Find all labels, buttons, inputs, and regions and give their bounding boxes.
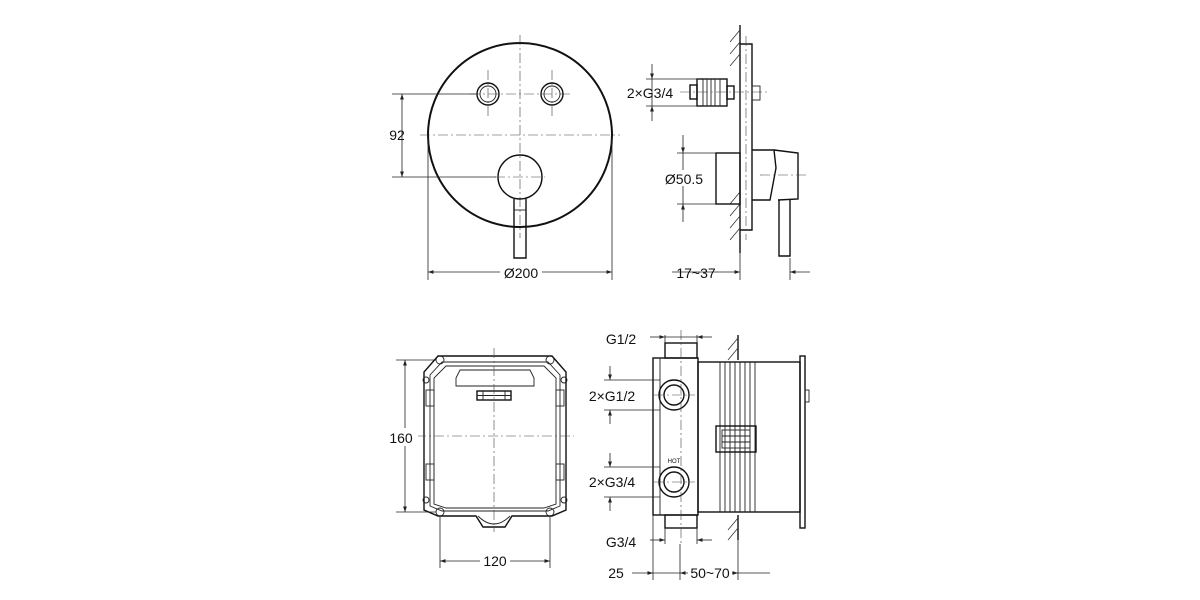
threaded-connector: [680, 78, 768, 107]
dimension-wall-range-label: 50~70: [690, 565, 730, 581]
dimension-diameter-50-5-label: Ø50.5: [665, 171, 703, 187]
hot-marker: HOT: [668, 459, 681, 465]
dimension-160-label: 160: [389, 430, 413, 446]
side-view-cover-plate: 2×G3/4 Ø50.5 17~37: [627, 25, 810, 281]
dimension-depth-range-label: 17~37: [676, 265, 716, 281]
wall-hatch: [729, 25, 741, 253]
push-button-right: [540, 82, 564, 106]
dimension-upper-ports-label: 2×G1/2: [589, 388, 636, 404]
dimension-120-label: 120: [483, 553, 507, 569]
front-view-cover-plate: 92 Ø200: [389, 35, 620, 281]
box-side-view: HOT G1/2 2×G1/2 2×G3/4: [588, 330, 810, 581]
dimension-bottom-thread: G3/4: [606, 528, 712, 550]
dimension-top-thread-label: G1/2: [606, 331, 637, 347]
dimension-depth-range: 17~37: [672, 253, 810, 281]
dimension-diameter-200: Ø200: [427, 138, 613, 281]
dimension-92: 92: [389, 93, 496, 178]
dimension-top-thread: G1/2: [606, 331, 712, 347]
dimension-bottom-thread-label: G3/4: [606, 534, 637, 550]
mounting-flange: [799, 355, 806, 529]
dimension-upper-ports: 2×G1/2: [588, 366, 660, 424]
mixer-knob-with-lever: [495, 154, 545, 259]
sleeve-and-lever: [715, 149, 808, 257]
wall-hatch-lower: [727, 335, 739, 541]
dimension-connection-label: 2×G3/4: [627, 85, 674, 101]
dimension-diameter-50-5: Ø50.5: [662, 135, 716, 222]
dimension-diameter-200-label: Ø200: [504, 265, 538, 281]
plaster-shield: [697, 361, 801, 513]
dimension-offsets: 25 50~70: [608, 515, 770, 581]
box-front-view: 160 120: [388, 348, 574, 569]
dimension-lower-ports: 2×G3/4: [588, 453, 660, 511]
dimension-connection: 2×G3/4: [627, 64, 700, 121]
dimension-lower-ports-label: 2×G3/4: [589, 474, 636, 490]
dimension-offset-25-label: 25: [608, 565, 624, 581]
upper-port: [654, 379, 695, 411]
dimension-92-label: 92: [389, 127, 405, 143]
dimension-160: 160: [388, 359, 436, 513]
dimension-120: 120: [439, 516, 551, 569]
lower-port: HOT: [654, 459, 695, 498]
push-button-left: [476, 82, 500, 106]
